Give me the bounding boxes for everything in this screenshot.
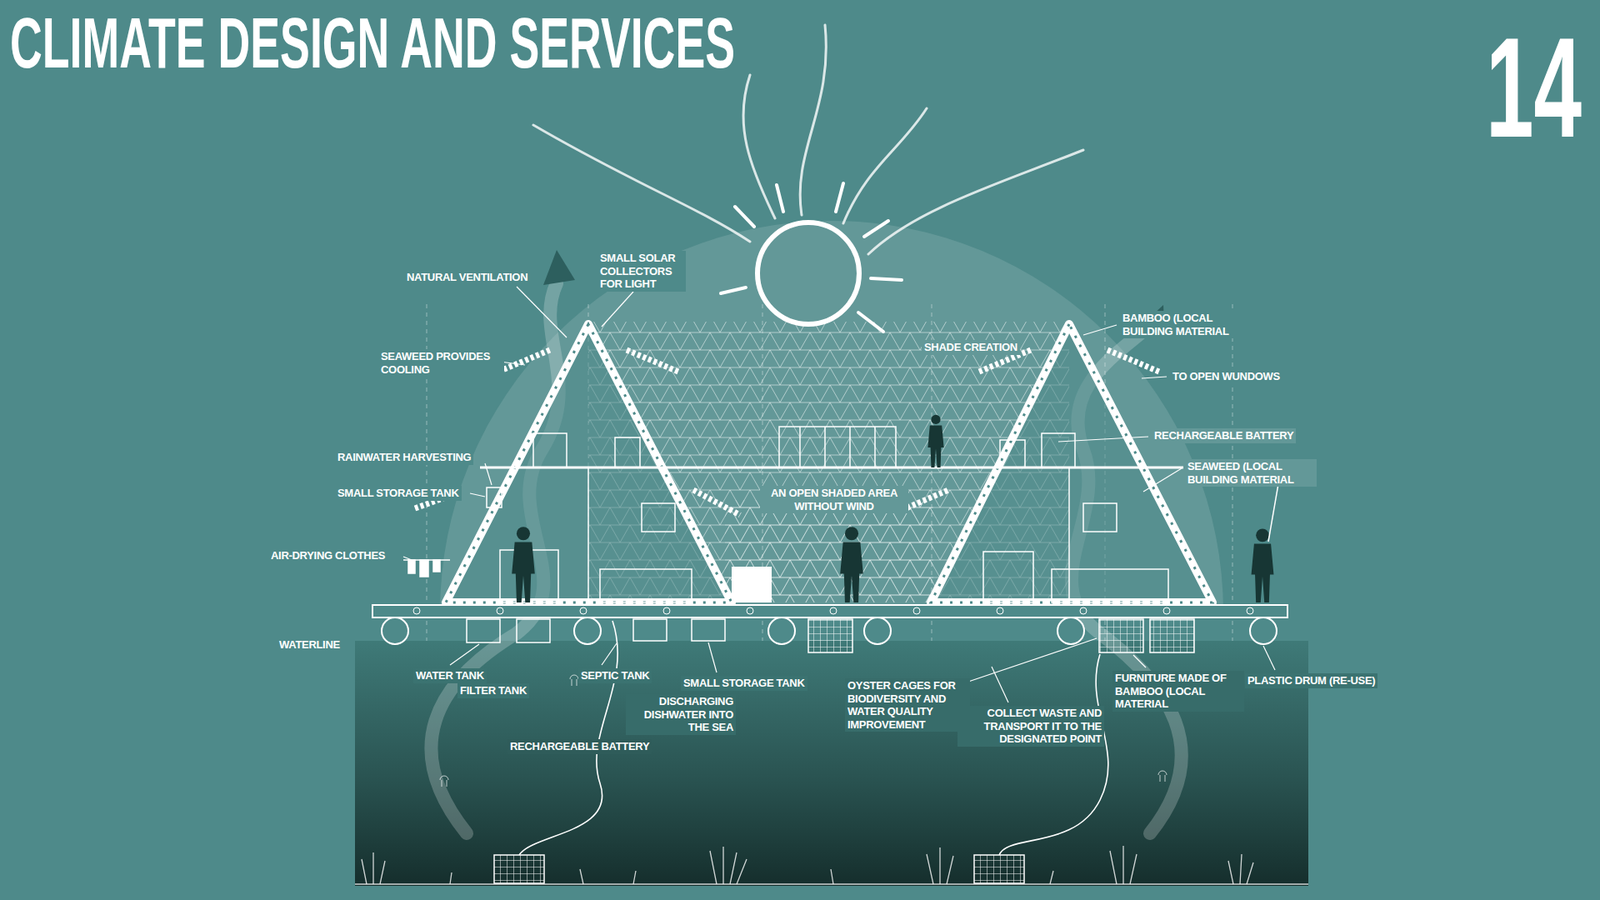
seaweed-awning — [415, 350, 1160, 515]
callout-label: DISCHARGING DISHWATER INTO THE SEA — [625, 694, 736, 735]
shade-dome — [440, 220, 1224, 613]
battery-box — [494, 855, 1025, 884]
page-title: CLIMATE DESIGN AND SERVICES — [10, 6, 735, 79]
callout-label: RECHARGEABLE BATTERY — [507, 739, 652, 755]
callout-label: SEAWEED (LOCAL BUILDING MATERIAL — [1185, 459, 1317, 487]
clothes-line — [403, 560, 450, 577]
floating-platform — [372, 605, 1288, 618]
callout-label: WATERLINE — [276, 637, 343, 653]
a-frame — [445, 324, 1213, 603]
callout-label: PLASTIC DRUM (RE-USE) — [1245, 673, 1378, 689]
callout-label: OYSTER CAGES FOR BIODIVERSITY AND WATER … — [845, 678, 970, 732]
callout-label: SHADE CREATION — [921, 340, 1020, 355]
callout-label: AIR-DRYING CLOTHES — [268, 548, 388, 564]
callout-label: RAINWATER HARVESTING — [335, 450, 474, 465]
callout-label: SMALL STORAGE TANK — [680, 675, 808, 691]
callout-label: AN OPEN SHADED AREA WITHOUT WIND — [760, 485, 909, 514]
callout-label: FILTER TANK — [457, 683, 530, 699]
callout-label: SMALL STORAGE TANK — [335, 485, 462, 501]
oyster-cage — [808, 619, 1195, 653]
callout-label: TO OPEN WUNDOWS — [1170, 369, 1283, 385]
callout-label: WATER TANK — [413, 668, 487, 684]
jellyfish — [440, 675, 1167, 787]
callout-label: SMALL SOLAR COLLECTORS FOR LIGHT — [597, 250, 686, 292]
callout-label: BAMBOO (LOCAL BUILDING MATERIAL — [1120, 310, 1252, 339]
water-tanks — [466, 619, 725, 643]
page-number: 14 — [1485, 16, 1582, 159]
callout-label: FURNITURE MADE OF BAMBOO (LOCAL MATERIAL — [1112, 670, 1245, 712]
callout-label: SEPTIC TANK — [578, 668, 652, 684]
storage-box — [731, 566, 772, 603]
callout-label: NATURAL VENTILATION — [404, 270, 530, 285]
callout-label: SEAWEED PROVIDES COOLING — [378, 349, 505, 377]
battery-cable — [519, 620, 1109, 855]
ventilation-arrow — [543, 250, 575, 285]
fishing-rod — [1268, 479, 1280, 542]
sea-water — [355, 640, 1309, 886]
storage-tank — [486, 487, 502, 508]
seabed-plants — [355, 845, 1309, 885]
callout-label: COLLECT WASTE AND TRANSPORT IT TO THE DE… — [957, 705, 1105, 747]
furniture — [500, 426, 1169, 603]
callout-label: RECHARGEABLE BATTERY — [1151, 428, 1296, 444]
leader-line — [403, 286, 1275, 703]
